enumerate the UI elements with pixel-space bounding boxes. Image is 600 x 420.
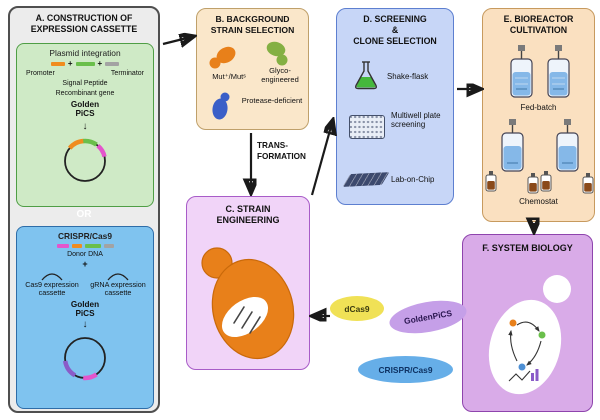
gene-segment-icon xyxy=(84,244,101,248)
panel-system-biology: F. SYSTEM BIOLOGY xyxy=(462,234,593,412)
donor-dna-label: Donor DNA xyxy=(67,251,103,258)
grna-cassette-label: gRNA expression cassette xyxy=(90,280,146,298)
promoter-label: Promoter xyxy=(26,70,55,77)
plasmid-circle-icon xyxy=(62,138,108,184)
bioreactor-icon xyxy=(556,119,579,172)
segment-labels: Promoter Terminator xyxy=(17,70,153,77)
panel-screening-selection: D. SCREENING & CLONE SELECTION Shake-fla… xyxy=(336,8,454,205)
bioreactor-icon xyxy=(547,45,570,98)
glyco-label: Glyco-engineered xyxy=(261,66,299,84)
chemostat-setup xyxy=(485,119,539,194)
panel-d-title-line3: CLONE SELECTION xyxy=(353,35,437,46)
transformation-line2: FORMATION xyxy=(257,151,306,161)
gene-segment-icon xyxy=(75,62,95,66)
feed-bottle-icon xyxy=(540,171,552,192)
mut-label: Mut⁺/Mutˢ xyxy=(212,72,246,81)
cassette-segments: + + xyxy=(50,59,120,68)
plasmid-integration-box: Plasmid integration + + Promoter Termina… xyxy=(16,43,154,207)
crispr-cas9-label: CRISPR/Cas9 xyxy=(378,364,433,375)
panel-background-strain: B. BACKGROUND STRAIN SELECTION Mut⁺/Mutˢ… xyxy=(196,8,309,130)
golden-pics-label: Golden PiCS xyxy=(70,299,100,318)
plus-sign: + xyxy=(97,59,103,68)
dcas9-tool-oval: dCas9 xyxy=(330,296,384,321)
chemostat-setup xyxy=(540,119,594,194)
panel-a-title: A. CONSTRUCTION OF EXPRESSION CASSETTE xyxy=(30,13,138,34)
terminator-segment-icon xyxy=(103,244,114,248)
panel-d-title-line2: & xyxy=(391,24,399,35)
multiwell-plate-icon xyxy=(349,115,385,139)
plasmid-box-title: Plasmid integration xyxy=(49,48,121,58)
plus-sign: + xyxy=(82,259,88,269)
chemostat-label: Chemostat xyxy=(519,197,558,206)
shake-flask-label: Shake-flask xyxy=(387,72,429,81)
dcas9-label: dCas9 xyxy=(344,303,370,314)
feed-bottle-icon xyxy=(485,171,497,192)
homology-segment-icon xyxy=(56,244,69,248)
panel-c-title: C. STRAIN ENGINEERING xyxy=(216,204,280,226)
engineered-yeast-cell-icon xyxy=(201,247,295,360)
plus-sign: + xyxy=(67,59,73,68)
signal-peptide-label: Signal Peptide xyxy=(62,80,108,87)
arrow-c-to-d xyxy=(310,123,332,196)
cas9-cassette: Cas9 expression cassette xyxy=(22,271,82,298)
terminator-label: Terminator xyxy=(110,70,144,77)
crispr-box-title: CRISPR/Cas9 xyxy=(58,231,112,241)
panel-bioreactor-cultivation: E. BIOREACTOR CULTIVATION Fed-batch xyxy=(482,8,595,222)
shake-flask-icon xyxy=(354,61,378,90)
or-label: OR xyxy=(76,209,92,220)
crispr-cas9-tool-oval: CRISPR/Cas9 xyxy=(358,356,453,383)
panel-construction-cassette: A. CONSTRUCTION OF EXPRESSION CASSETTE P… xyxy=(8,6,160,413)
bioreactor-icon xyxy=(510,45,533,98)
recombinant-gene-label: Recombinant gene xyxy=(55,90,115,97)
bioreactor-icon xyxy=(501,119,524,172)
terminator-segment-icon xyxy=(105,62,120,66)
protease-label: Protease-deficient xyxy=(241,96,303,105)
goldenpics-tool-oval: GoldenPiCS xyxy=(386,295,470,339)
blue-yeast-icon xyxy=(212,92,230,120)
cas9-cassette-label: Cas9 expression cassette xyxy=(25,280,79,298)
cassette-curve-icon xyxy=(107,273,129,281)
lab-on-chip-label: Lab-on-Chip xyxy=(391,175,435,184)
multiwell-label: Multiwell plate screening xyxy=(391,111,441,130)
panel-strain-engineering: C. STRAIN ENGINEERING xyxy=(186,196,310,370)
promoter-segment-icon xyxy=(50,62,65,66)
transformation-label: TRANS- FORMATION xyxy=(257,141,306,162)
panel-f-title: F. SYSTEM BIOLOGY xyxy=(482,243,573,253)
orange-yeast-icon xyxy=(209,46,236,69)
panel-d-title: D. SCREENING & CLONE SELECTION xyxy=(337,9,453,47)
plasmid-circle-icon xyxy=(62,336,108,381)
arrow-a-to-b xyxy=(162,37,191,44)
crispr-cas9-box: CRISPR/Cas9 Donor DNA + Cas9 expression … xyxy=(16,226,154,409)
panel-e-title: E. BIOREACTOR CULTIVATION xyxy=(503,14,574,35)
systems-biology-cell-icon xyxy=(488,275,571,395)
harvest-bottle-icon xyxy=(527,173,539,194)
panel-d-title-line1: D. SCREENING xyxy=(363,14,427,24)
lab-on-chip-icon xyxy=(342,172,390,187)
panel-b-title: B. BACKGROUND STRAIN SELECTION xyxy=(210,14,295,35)
golden-pics-label: Golden PiCS xyxy=(70,100,100,119)
grna-cassette: gRNA expression cassette xyxy=(88,271,148,298)
expression-cassettes: Cas9 expression cassette gRNA expression… xyxy=(22,271,148,298)
down-arrow-icon: ↓ xyxy=(82,120,88,132)
donor-dna-segments xyxy=(56,243,114,249)
green-yeast-icon xyxy=(266,41,288,66)
harvest-bottle-icon xyxy=(582,173,594,194)
cassette-curve-icon xyxy=(41,273,63,281)
goldenpics-label: GoldenPiCS xyxy=(403,307,453,327)
down-arrow-icon: ↓ xyxy=(82,319,88,331)
promoter-segment-icon xyxy=(71,244,82,248)
transformation-line1: TRANS- xyxy=(257,141,288,150)
fed-batch-label: Fed-batch xyxy=(520,103,557,112)
